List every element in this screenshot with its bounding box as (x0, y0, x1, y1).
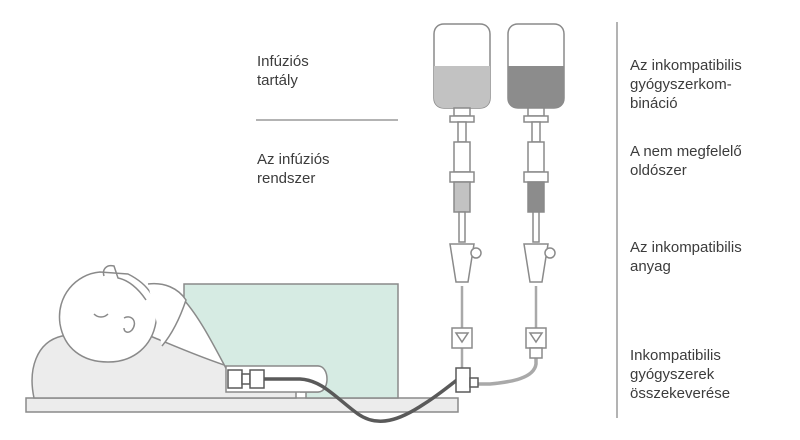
y-connector (455, 367, 479, 393)
patient-head (58, 271, 158, 363)
label-infusion-system: Az infúziós rendszer (257, 151, 330, 187)
bed-base (25, 397, 459, 413)
patient-shoulder (147, 282, 187, 347)
patient-face (102, 264, 147, 301)
patient-eye (93, 313, 109, 318)
label-incompatible-drug-combination: Az inkompatibilis gyógyszerkom- bináció (630, 57, 742, 112)
patient-ear (123, 316, 136, 333)
label-incompatible-material: Az inkompatibilis anyag (630, 239, 742, 275)
catheter-connector (227, 369, 265, 389)
infusion-bag-dark (507, 23, 565, 359)
right-drip-tube (476, 358, 538, 386)
infusion-bag-light (433, 23, 491, 349)
label-mixing-incompatible-drugs: Inkompatibilis gyógyszerek összekeverése (630, 347, 731, 402)
line-to-patient-tube (264, 374, 464, 423)
label-unsuitable-solvent: A nem megfelelő oldószer (630, 143, 742, 179)
label-infusion-container: Infúziós tartály (257, 53, 309, 89)
